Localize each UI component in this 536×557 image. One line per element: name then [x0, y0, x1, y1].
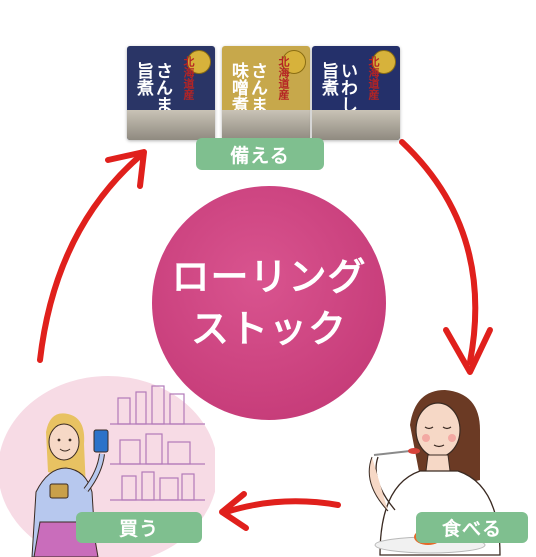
- product-fish-image: [127, 110, 215, 140]
- product-region: 北海道産: [277, 56, 290, 100]
- arrow-prepare-to-eat: [399, 139, 479, 365]
- product-pack-iwashi-umani: いわしの旨煮 北海道産: [312, 46, 400, 140]
- arrow-buy-to-prepare-head: [105, 149, 147, 189]
- center-title-line1: ローリング: [171, 255, 367, 299]
- product-seal-icon: [372, 50, 396, 74]
- product-pack-sanma-misoni: さんまの味噌煮 北海道産: [222, 46, 310, 140]
- arrow-prepare-to-eat-head: [443, 327, 493, 375]
- arrow-eat-to-buy-head: [219, 491, 249, 531]
- center-circle: ローリング ストック: [152, 186, 386, 420]
- step-label-buy: 買う: [76, 512, 202, 543]
- product-seal-icon: [187, 50, 211, 74]
- product-region: 北海道産: [367, 56, 380, 100]
- center-title-line2: ストック: [190, 307, 347, 351]
- step-label-eat: 食べる: [416, 512, 528, 543]
- product-seal-icon: [282, 50, 306, 74]
- product-fish-image: [222, 110, 310, 140]
- arrow-eat-to-buy: [223, 498, 341, 515]
- arrow-buy-to-prepare: [37, 153, 143, 363]
- product-region: 北海道産: [182, 56, 195, 100]
- step-label-prepare: 備える: [196, 138, 324, 170]
- product-fish-image: [312, 110, 400, 140]
- product-pack-sanma-umani: さんまの旨煮 北海道産: [127, 46, 215, 140]
